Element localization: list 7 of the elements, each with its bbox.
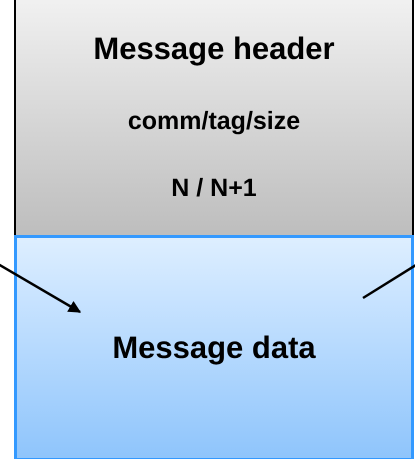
box-text: Message data xyxy=(112,328,316,367)
data-box xyxy=(14,235,414,459)
arrow xyxy=(0,262,82,314)
box-text: N / N+1 xyxy=(171,173,257,204)
header-box xyxy=(14,0,414,237)
box-text: comm/tag/size xyxy=(128,106,300,137)
box-text: Message header xyxy=(93,30,335,68)
